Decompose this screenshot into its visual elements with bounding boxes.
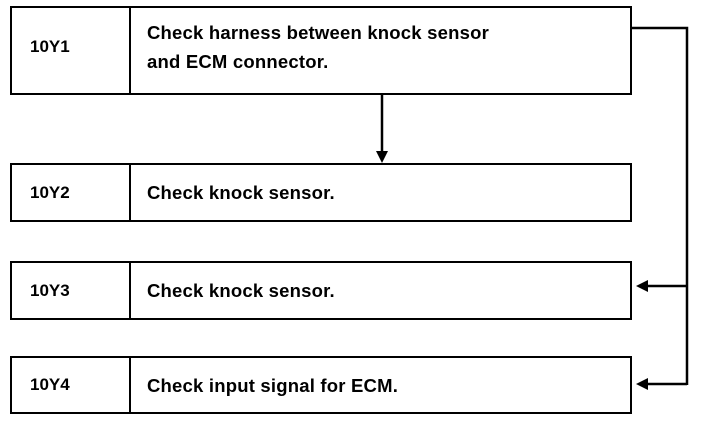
step-code: 10Y1 (12, 8, 131, 93)
step-description: Check knock sensor. (147, 280, 335, 301)
arrowhead-left-to-step3 (636, 280, 648, 292)
arrowhead-left-to-step4 (636, 378, 648, 390)
step-box-10y1: 10Y1 Check harness between knock sensor … (10, 6, 632, 95)
connector-step1-bypass (632, 26, 689, 385)
step-description: Check input signal for ECM. (147, 374, 399, 396)
step-box-10y2: 10Y2 Check knock sensor. (10, 163, 632, 222)
step-code: 10Y2 (12, 165, 131, 220)
step-code: 10Y3 (12, 263, 131, 318)
step-code: 10Y4 (12, 358, 131, 412)
step-description-line: and ECM connector. (147, 51, 329, 72)
step-box-10y4: 10Y4 Check input signal for ECM. (10, 356, 632, 414)
step-description-line: Check harness between knock sensor (147, 22, 489, 43)
step-box-10y3: 10Y3 Check knock sensor. (10, 261, 632, 320)
step-description: Check harness between knock sensor and E… (147, 18, 620, 76)
arrowhead-down-to-step2 (376, 151, 388, 163)
step-description: Check knock sensor. (147, 182, 335, 203)
